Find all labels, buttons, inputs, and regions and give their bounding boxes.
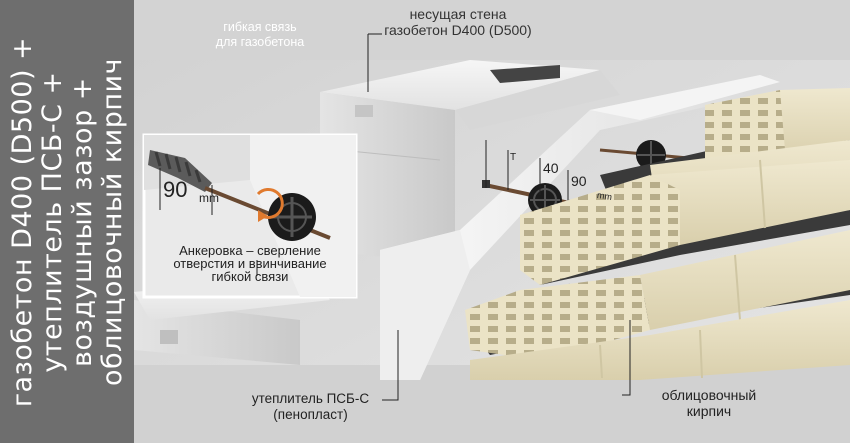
label-facing-brick-line-1: облицовочный (661, 387, 757, 403)
label-bearing-wall-line-1: несущая стена (409, 6, 507, 22)
label-anchoring-line-1: Анкеровка – сверление (179, 243, 321, 258)
dimension-inset-value: 90 (163, 177, 188, 202)
title-line-4: облицовочный кирпич (97, 57, 129, 386)
dimension-insulation-thickness: 90 (571, 173, 587, 189)
label-flexible-tie: гибкая связь для газобетона (185, 20, 335, 50)
label-facing-brick: облицовочный кирпич (624, 387, 794, 419)
title-line-2: утеплитель ПСБ-С + (37, 70, 69, 373)
dimension-gap: 40 (543, 160, 559, 176)
title-line-3: воздушный зазор + (67, 76, 99, 367)
label-flexible-tie-line-1: гибкая связь (223, 20, 297, 34)
label-insulation-line-2: (пенопласт) (273, 407, 348, 422)
sidebar-title: газобетон D400 (D500) + утеплитель ПСБ-С… (2, 0, 134, 443)
label-facing-brick-line-2: кирпич (686, 403, 732, 419)
label-insulation: утеплитель ПСБ-С (пенопласт) (243, 391, 378, 423)
dimension-marker: T (510, 152, 517, 163)
label-flexible-tie-line-2: для газобетона (215, 35, 305, 49)
top-band (134, 0, 850, 60)
facing-brick-wall (465, 88, 850, 380)
label-bearing-wall: несущая стена газобетон D400 (D500) (373, 6, 543, 38)
dimension-inset-unit: mm (199, 191, 219, 205)
label-anchoring-line-3: гибкой связи (211, 269, 289, 284)
label-insulation-line-1: утеплитель ПСБ-С (251, 391, 370, 406)
sidebar (0, 0, 134, 443)
label-anchoring-line-2: отверстия и ввинчивание (173, 256, 327, 271)
label-bearing-wall-line-2: газобетон D400 (D500) (384, 22, 532, 38)
leader-lines (256, 33, 631, 401)
title-line-1: газобетон D400 (D500) + (7, 36, 39, 407)
anchoring-inset (142, 133, 358, 299)
label-anchoring: Анкеровка – сверление отверстия и ввинчи… (152, 244, 348, 283)
insulation-slab (380, 75, 780, 380)
dimension-unit: mm (596, 190, 613, 202)
